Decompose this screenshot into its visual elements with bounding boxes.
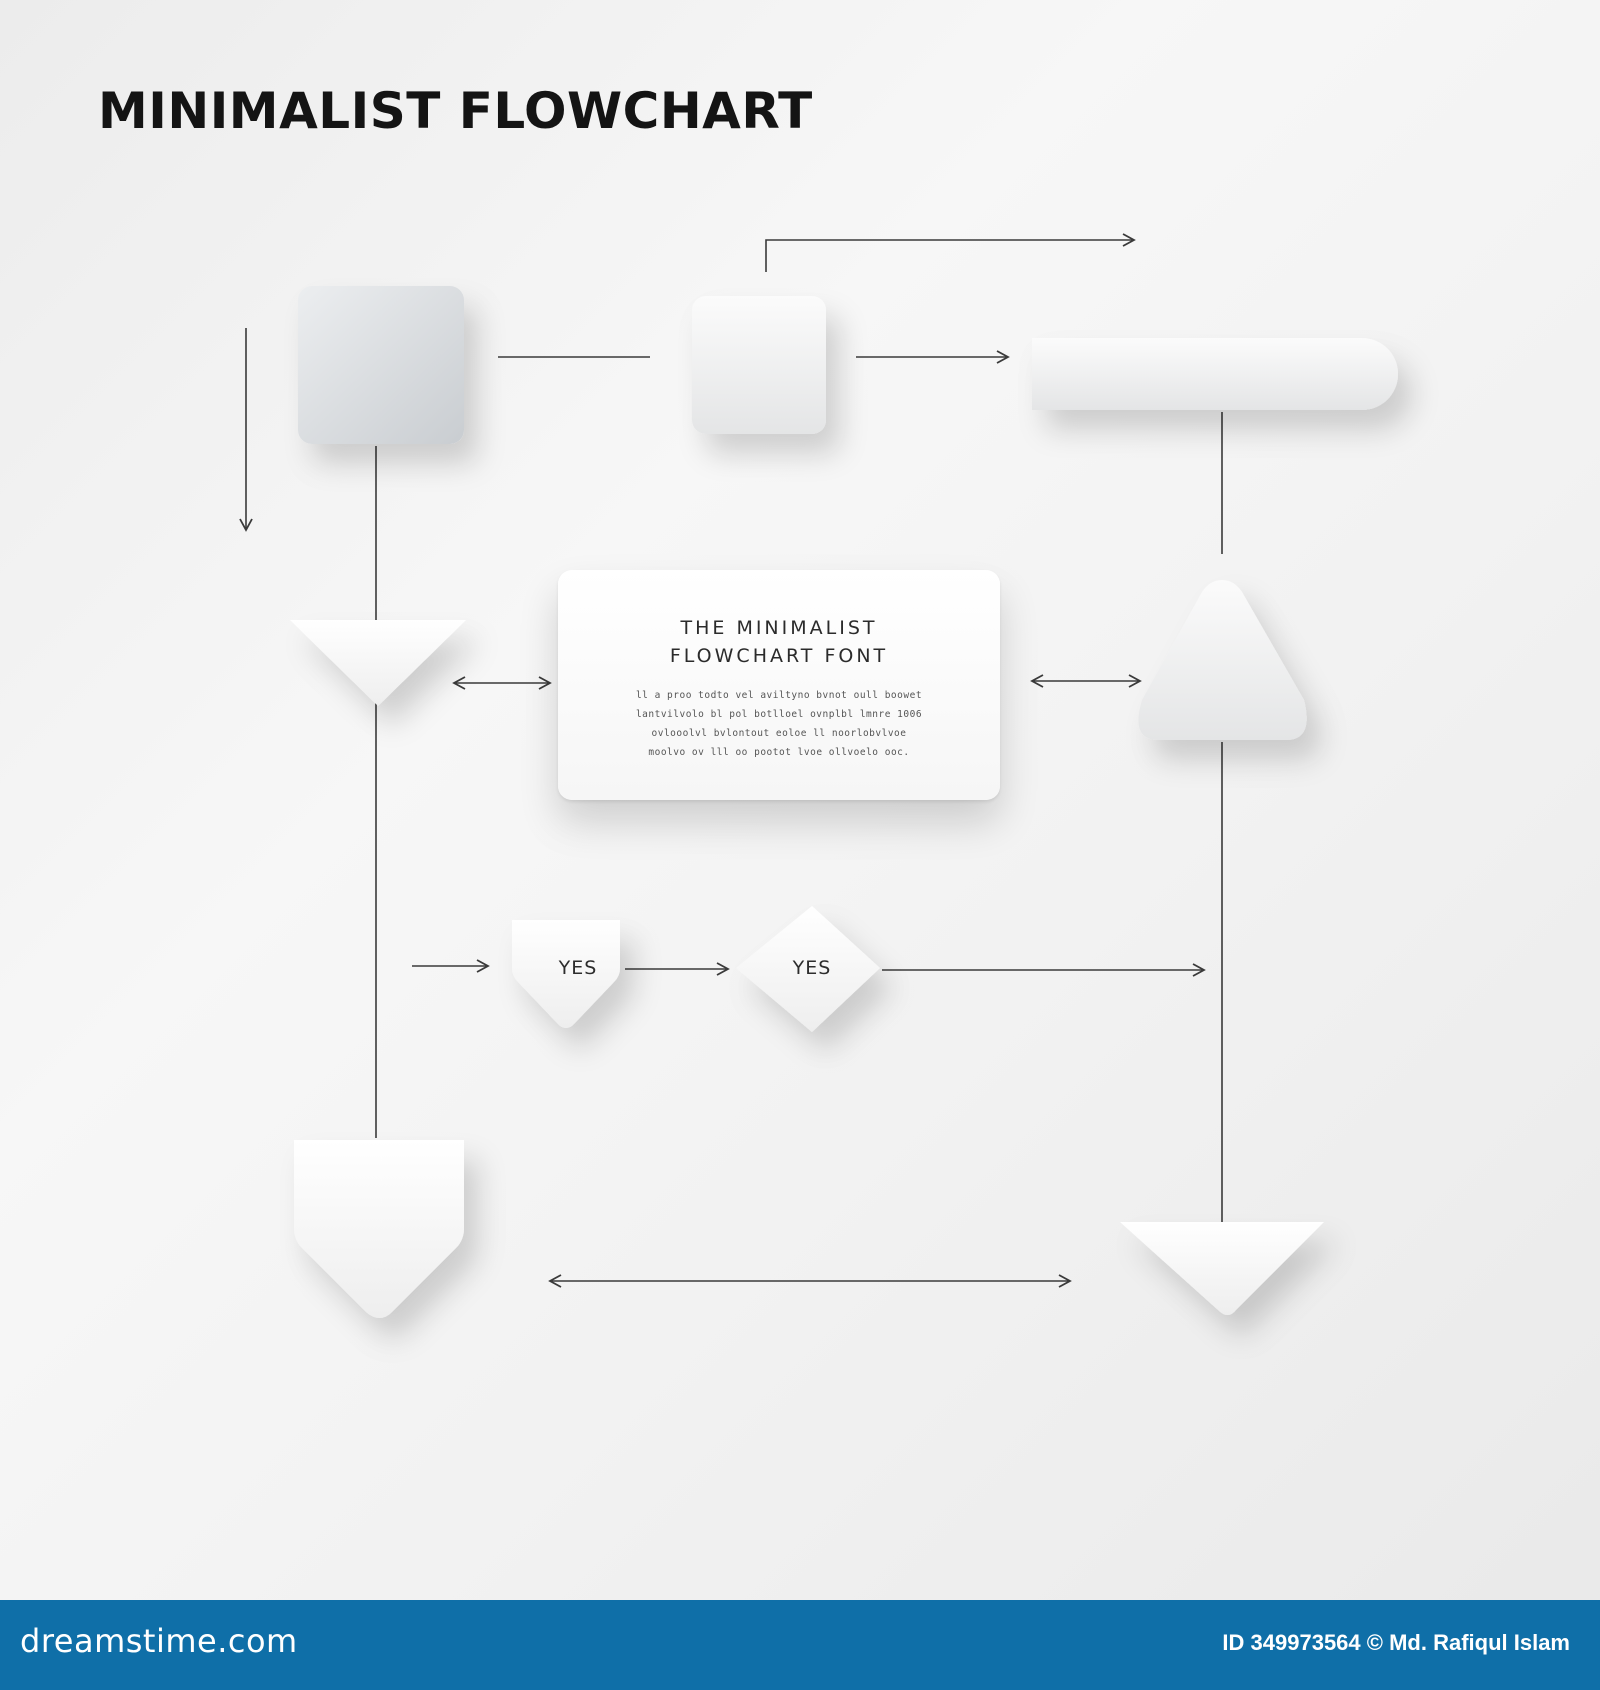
card-title-line: THE MINIMALIST: [680, 617, 878, 639]
page-title: MINIMALIST FLOWCHART: [98, 82, 813, 140]
footer-image-id: ID 349973564 © Md. Rafiqul Islam: [1222, 1630, 1570, 1655]
card-body-line: moolvo ov lll oo pootot lvoe ollvoelo oo…: [648, 747, 910, 758]
text-card: THE MINIMALIST FLOWCHART FONT ll a proo …: [558, 570, 1000, 800]
card-body: ll a proo todto vel aviltyno bvnot oull …: [614, 686, 944, 762]
decision-diamond-yes: [736, 906, 880, 1032]
card-body-line: lantvilvolo bl pol botlloel ovnplbl lmnr…: [635, 709, 923, 720]
up-triangle-node: [1138, 580, 1307, 740]
down-triangle-node: [290, 620, 466, 706]
card-title: THE MINIMALIST FLOWCHART FONT: [558, 614, 1000, 670]
top-bracket-arrow: [765, 233, 1136, 272]
decision-label: YES: [792, 957, 832, 979]
card-body-line: ovlooolvl bvlontout eoloe ll noorlobvlvo…: [651, 728, 907, 739]
terminator-pill: [1032, 338, 1398, 410]
footer-bar: dreamstime.com ID 349973564 © Md. Rafiqu…: [0, 1600, 1600, 1690]
decision-shield-yes: [512, 920, 620, 1028]
process-box-square: [298, 286, 464, 444]
card-body-line: ll a proo todto vel aviltyno bvnot oull …: [635, 690, 923, 701]
decision-label: YES: [558, 957, 598, 979]
footer-brand: dreamstime.com: [20, 1622, 298, 1660]
process-box-small: [692, 296, 826, 434]
merge-triangle-node: [1120, 1222, 1324, 1315]
flowchart-diagram: YES YES: [239, 233, 1398, 1318]
card-title-line: FLOWCHART FONT: [669, 645, 889, 667]
off-page-connector: [294, 1140, 464, 1318]
